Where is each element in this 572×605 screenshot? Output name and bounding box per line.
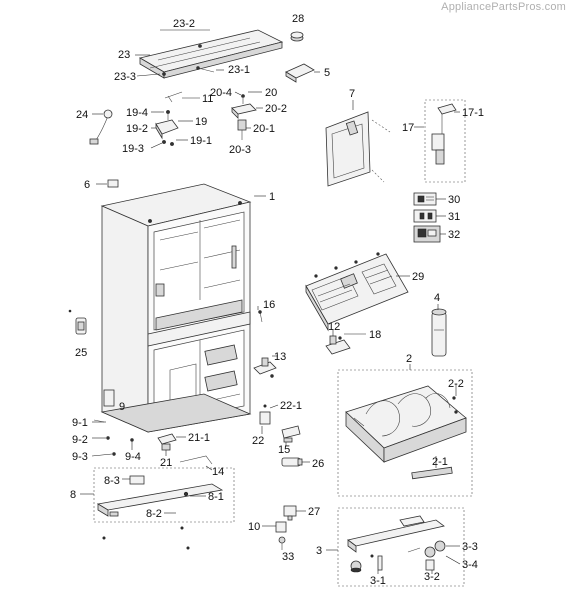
- label-8: 8: [70, 489, 76, 501]
- label-33: 33: [282, 551, 294, 563]
- label-20-4: 20-4: [210, 87, 232, 99]
- label-20-2: 20-2: [265, 103, 287, 115]
- label-23-3: 23-3: [114, 71, 136, 83]
- label-19-2: 19-2: [126, 123, 148, 135]
- label-22-1: 22-1: [280, 400, 302, 412]
- label-6: 6: [84, 179, 90, 191]
- label-19-3: 19-3: [122, 143, 144, 155]
- part-31-board: [413, 209, 437, 223]
- watermark: AppliancePartsPros.com: [441, 1, 566, 13]
- part-1-cabinet: [100, 183, 252, 433]
- label-16: 16: [263, 299, 275, 311]
- label-9-3: 9-3: [72, 451, 88, 463]
- label-3: 3: [316, 545, 322, 557]
- label-23-2: 23-2: [173, 18, 195, 30]
- part-15-bracket: [281, 425, 301, 443]
- label-9: 9: [119, 401, 125, 413]
- part-8-base: [93, 467, 235, 550]
- label-17-1: 17-1: [462, 107, 484, 119]
- label-11: 11: [202, 93, 213, 105]
- part-20-hinge: [231, 94, 257, 140]
- label-9-1: 9-1: [72, 417, 88, 429]
- part-3-base-rail: [337, 507, 465, 587]
- part-6-clip: [107, 179, 119, 188]
- label-4: 4: [434, 292, 440, 304]
- label-15: 15: [278, 444, 290, 456]
- label-1: 1: [269, 191, 275, 203]
- label-3-4: 3-4: [462, 559, 478, 571]
- callout-labels: 23-2 23 23-3 23-1 28 5 11 24 19-4 19-2 1…: [70, 13, 484, 587]
- part-29-fan-cover: [305, 252, 409, 332]
- label-18: 18: [369, 329, 381, 341]
- label-12: 12: [328, 321, 340, 333]
- part-14-tube: [179, 455, 213, 465]
- part-28-cap: [290, 31, 304, 42]
- label-8-2: 8-2: [146, 508, 162, 520]
- part-10-fitting: [275, 521, 287, 550]
- part-24-harness: [89, 109, 113, 145]
- part-32-board: [413, 225, 441, 243]
- part-22-damper: [259, 404, 271, 425]
- part-30-board: [413, 192, 437, 206]
- part-25-sensor: [68, 309, 87, 335]
- part-23-1-screw: [196, 66, 215, 73]
- part-17-fan-bracket: [424, 99, 466, 183]
- part-12-bracket: [325, 335, 351, 355]
- label-21-1: 21-1: [188, 432, 210, 444]
- label-23-1: 23-1: [228, 64, 250, 76]
- label-3-3: 3-3: [462, 541, 478, 553]
- label-23: 23: [118, 49, 130, 61]
- label-26: 26: [312, 458, 324, 470]
- label-21: 21: [160, 457, 172, 469]
- part-19-hinge: [155, 110, 179, 146]
- label-10: 10: [248, 521, 260, 533]
- label-8-1: 8-1: [208, 491, 224, 503]
- label-9-4: 9-4: [125, 451, 141, 463]
- label-9-2: 9-2: [72, 434, 88, 446]
- label-25: 25: [75, 347, 87, 359]
- label-2-1: 2-1: [432, 456, 448, 468]
- part-7-cover: [325, 111, 391, 187]
- part-23-top-cover: [138, 29, 284, 79]
- label-5: 5: [324, 67, 330, 79]
- label-17: 17: [402, 122, 414, 134]
- part-11-pin: [164, 91, 183, 103]
- part-9-bracket: [93, 389, 115, 423]
- label-2: 2: [406, 353, 412, 365]
- part-2-evaporator-housing: [337, 369, 473, 497]
- label-32: 32: [448, 229, 460, 241]
- label-20-3: 20-3: [229, 144, 251, 156]
- label-3-1: 3-1: [370, 575, 386, 587]
- label-13: 13: [274, 351, 286, 363]
- label-30: 30: [448, 194, 460, 206]
- label-20-1: 20-1: [253, 123, 275, 135]
- label-24: 24: [76, 109, 88, 121]
- label-19: 19: [195, 116, 207, 128]
- label-8-3: 8-3: [104, 475, 120, 487]
- part-26-valve: [281, 457, 303, 467]
- part-21-hinge: [157, 433, 177, 451]
- part-27-clip: [283, 505, 297, 521]
- label-7: 7: [349, 88, 355, 100]
- label-14: 14: [212, 466, 224, 478]
- part-13-bracket: [253, 357, 277, 378]
- label-3-2: 3-2: [424, 571, 440, 583]
- label-20: 20: [265, 87, 277, 99]
- label-19-4: 19-4: [126, 107, 148, 119]
- part-5-bracket: [285, 63, 315, 83]
- part-4-filter: [431, 308, 447, 357]
- label-31: 31: [448, 211, 460, 223]
- part-16-screw: [258, 310, 263, 323]
- label-22: 22: [252, 435, 264, 447]
- label-29: 29: [412, 271, 424, 283]
- label-27: 27: [308, 506, 320, 518]
- label-28: 28: [292, 13, 304, 25]
- label-19-1: 19-1: [190, 135, 212, 147]
- label-2-2: 2-2: [448, 378, 464, 390]
